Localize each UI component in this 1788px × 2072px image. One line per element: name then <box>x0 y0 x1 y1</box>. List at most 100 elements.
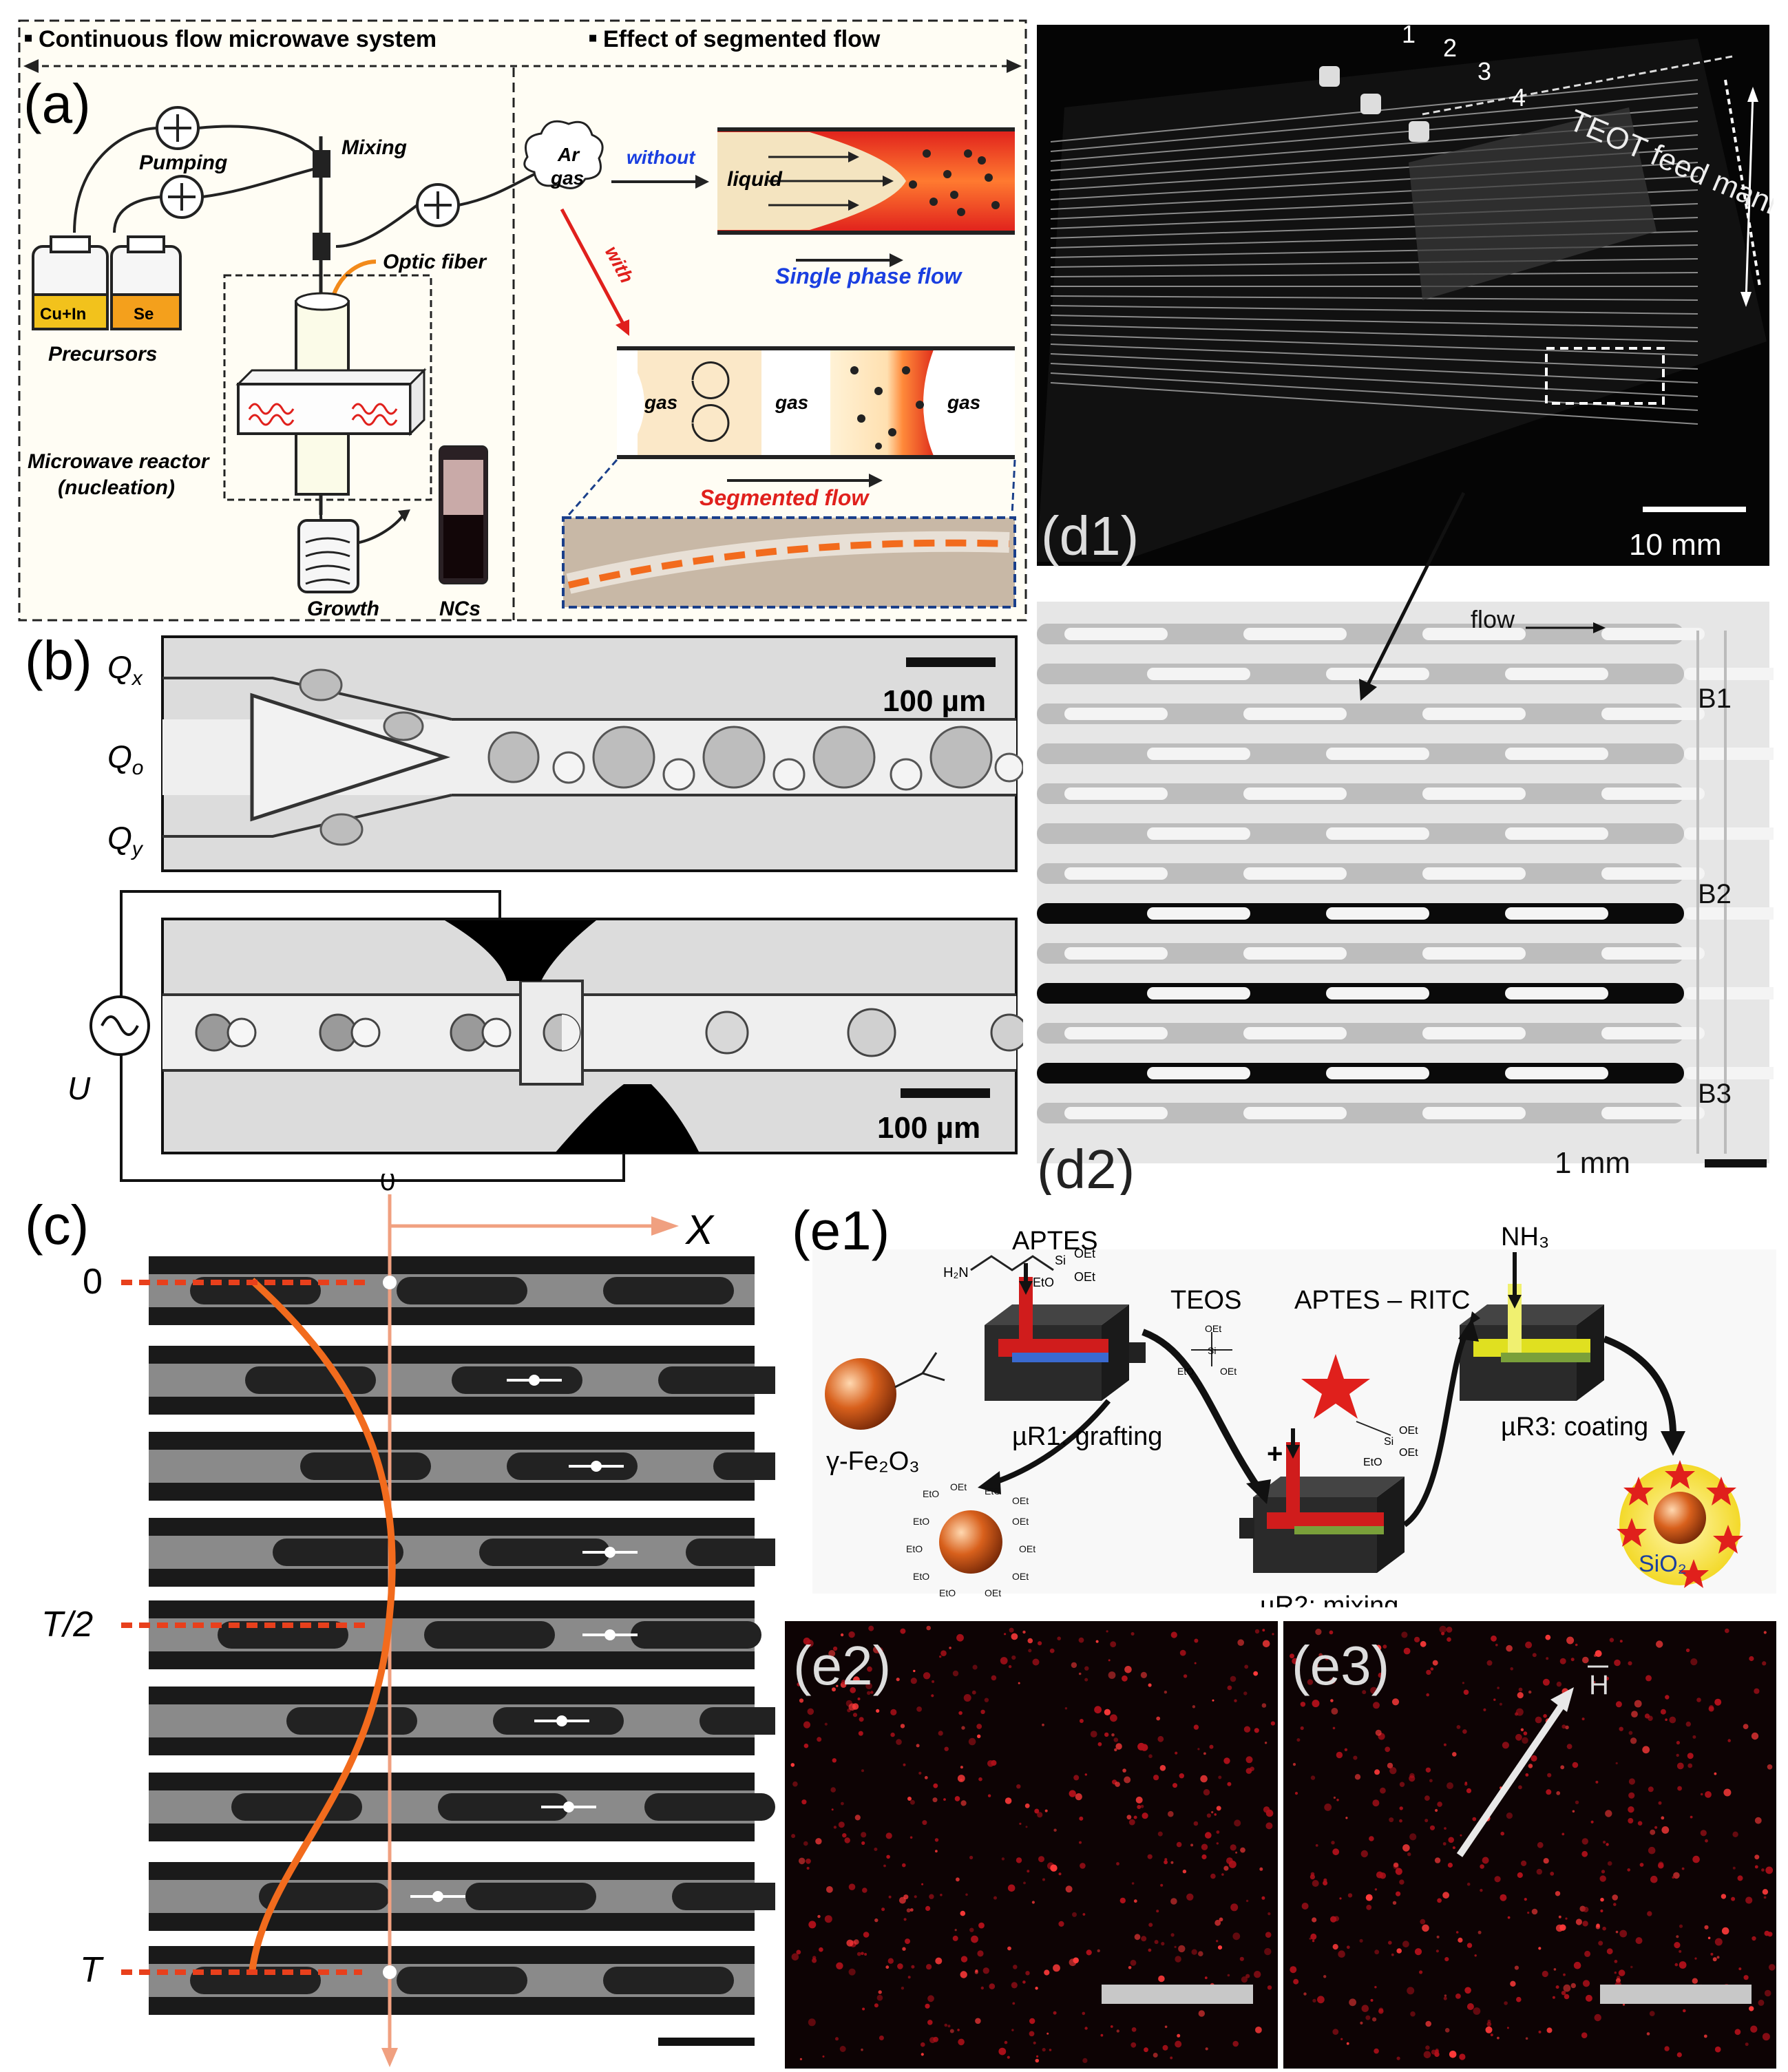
svg-text:Segmented flow: Segmented flow <box>700 485 870 510</box>
svg-text:EtO: EtO <box>985 1486 1001 1497</box>
svg-text:OEt: OEt <box>1220 1366 1237 1377</box>
svg-text:(b): (b) <box>25 630 92 691</box>
svg-text:(e1): (e1) <box>792 1200 890 1261</box>
svg-text:100 µm: 100 µm <box>877 1111 980 1145</box>
panel-c: (c) X 0 0 T/2 T <box>18 1166 844 2069</box>
svg-text:γ-Fe₂O₃: γ-Fe₂O₃ <box>826 1447 920 1476</box>
svg-text:X: X <box>684 1207 715 1253</box>
svg-text:T/2: T/2 <box>41 1605 93 1645</box>
svg-text:liquid: liquid <box>727 168 783 191</box>
svg-text:Precursors: Precursors <box>48 343 157 366</box>
svg-text:Growth: Growth <box>307 598 379 620</box>
svg-text:(e3): (e3) <box>1292 1635 1389 1696</box>
svg-text:APTES: APTES <box>1012 1227 1098 1256</box>
svg-text:NCs: NCs <box>439 598 481 620</box>
svg-text:B2: B2 <box>1698 879 1732 909</box>
svg-text:▪: ▪ <box>588 23 598 53</box>
svg-text:Optic fiber: Optic fiber <box>383 251 487 273</box>
svg-text:1 mm: 1 mm <box>1555 1146 1630 1180</box>
svg-text:0: 0 <box>380 1174 395 1196</box>
svg-text:Cu+In: Cu+In <box>40 305 86 324</box>
panel-a-figure: Continuous flow microwave system Effect … <box>18 19 1027 622</box>
svg-text:(e2): (e2) <box>793 1635 891 1696</box>
svg-text:H₂N: H₂N <box>943 1265 969 1280</box>
svg-text:(d1): (d1) <box>1041 505 1139 567</box>
svg-text:Qo: Qo <box>107 739 143 779</box>
svg-text:Single phase flow: Single phase flow <box>775 264 963 288</box>
svg-text:EtO: EtO <box>923 1488 939 1499</box>
svg-text:EtO: EtO <box>913 1571 929 1582</box>
svg-text:µR1: grafting: µR1: grafting <box>1012 1422 1162 1451</box>
svg-text:▪: ▪ <box>23 23 33 53</box>
svg-text:100 µm: 100 µm <box>883 684 986 718</box>
svg-text:(d2): (d2) <box>1037 1139 1135 1195</box>
svg-text:OEt: OEt <box>1019 1543 1035 1554</box>
svg-text:(c): (c) <box>25 1194 89 1256</box>
svg-text:EtO: EtO <box>1177 1366 1194 1377</box>
panel-e2-e3: (e2) (e3) H <box>785 1621 1776 2069</box>
svg-text:B3: B3 <box>1698 1079 1732 1109</box>
svg-text:gas: gas <box>550 167 584 189</box>
svg-text:APTES – RITC: APTES – RITC <box>1294 1286 1471 1315</box>
svg-text:Effect of segmented flow: Effect of segmented flow <box>603 26 881 52</box>
panel-d-figure: 1 2 3 4 TEOT feed manifold 10 mm (d1) fl… <box>1037 20 1788 1200</box>
svg-text:gas: gas <box>947 392 980 413</box>
svg-text:(nucleation): (nucleation) <box>58 476 175 499</box>
panel-d: 1 2 3 4 TEOT feed manifold 10 mm (d1) fl… <box>1037 20 1788 1200</box>
svg-text:µR2: mixing: µR2: mixing <box>1260 1592 1398 1607</box>
svg-text:T: T <box>80 1950 104 1990</box>
svg-text:OEt: OEt <box>1074 1247 1095 1260</box>
svg-text:10 mm: 10 mm <box>1629 528 1721 562</box>
svg-text:OEt: OEt <box>1205 1323 1221 1334</box>
svg-text:flow: flow <box>1471 605 1515 633</box>
svg-text:EtO: EtO <box>939 1587 956 1598</box>
svg-text:µR3: coating: µR3: coating <box>1501 1413 1648 1441</box>
svg-text:Pumping: Pumping <box>139 151 227 174</box>
panel-b-figure: (b) Qx Qo Qy 100 µm 100 µm U <box>25 630 1029 1182</box>
svg-text:OEt: OEt <box>1012 1495 1029 1506</box>
svg-text:EtO: EtO <box>913 1516 929 1527</box>
svg-text:OEt: OEt <box>1012 1571 1029 1582</box>
svg-text:(a): (a) <box>23 73 91 134</box>
svg-text:B1: B1 <box>1698 684 1732 714</box>
panel-b: (b) Qx Qo Qy 100 µm 100 µm U <box>18 630 1029 1187</box>
svg-text:4: 4 <box>1512 83 1526 112</box>
svg-text:0: 0 <box>83 1262 103 1302</box>
svg-text:OEt: OEt <box>1012 1516 1029 1527</box>
svg-text:2: 2 <box>1443 34 1457 62</box>
svg-text:H: H <box>1589 1670 1609 1700</box>
svg-text:EtO: EtO <box>1033 1276 1054 1289</box>
svg-text:Si: Si <box>1208 1345 1216 1356</box>
svg-text:TEOS: TEOS <box>1170 1286 1241 1315</box>
panel-c-figure: (c) X 0 0 T/2 T <box>25 1166 844 2067</box>
svg-text:Si: Si <box>1055 1254 1066 1267</box>
svg-text:Continuous flow microwave syst: Continuous flow microwave system <box>39 26 437 52</box>
svg-text:Mixing: Mixing <box>341 136 407 159</box>
svg-text:Qy: Qy <box>107 820 144 860</box>
svg-text:OEt: OEt <box>1399 1447 1418 1459</box>
svg-text:OEt: OEt <box>1399 1425 1418 1437</box>
svg-text:gas: gas <box>775 392 808 413</box>
svg-text:1: 1 <box>1402 25 1416 48</box>
svg-text:Qx: Qx <box>107 649 143 690</box>
svg-text:Si: Si <box>1384 1436 1393 1448</box>
svg-text:without: without <box>627 147 696 168</box>
svg-text:OEt: OEt <box>950 1481 967 1492</box>
panel-a: Continuous flow microwave system Effect … <box>18 19 1027 622</box>
svg-text:NH₃: NH₃ <box>1501 1223 1549 1251</box>
svg-text:OEt: OEt <box>985 1587 1001 1598</box>
svg-text:3: 3 <box>1477 57 1491 85</box>
svg-text:SiO₂: SiO₂ <box>1639 1551 1687 1577</box>
panel-e2-e3-figure: (e2) (e3) H <box>785 1621 1776 2069</box>
svg-text:U: U <box>67 1070 91 1106</box>
svg-text:+: + <box>1267 1439 1283 1469</box>
svg-text:Se: Se <box>134 305 154 324</box>
svg-text:OEt: OEt <box>1074 1270 1095 1284</box>
svg-text:gas: gas <box>644 392 677 413</box>
svg-text:EtO: EtO <box>1363 1457 1382 1468</box>
panel-e1-figure: OEt EtO OEt Si H₂N Si OEt OEt EtO SiOEtO… <box>792 1200 1776 1620</box>
svg-text:EtO: EtO <box>906 1543 923 1554</box>
svg-text:Ar: Ar <box>557 144 580 165</box>
svg-text:Microwave reactor: Microwave reactor <box>28 450 211 473</box>
